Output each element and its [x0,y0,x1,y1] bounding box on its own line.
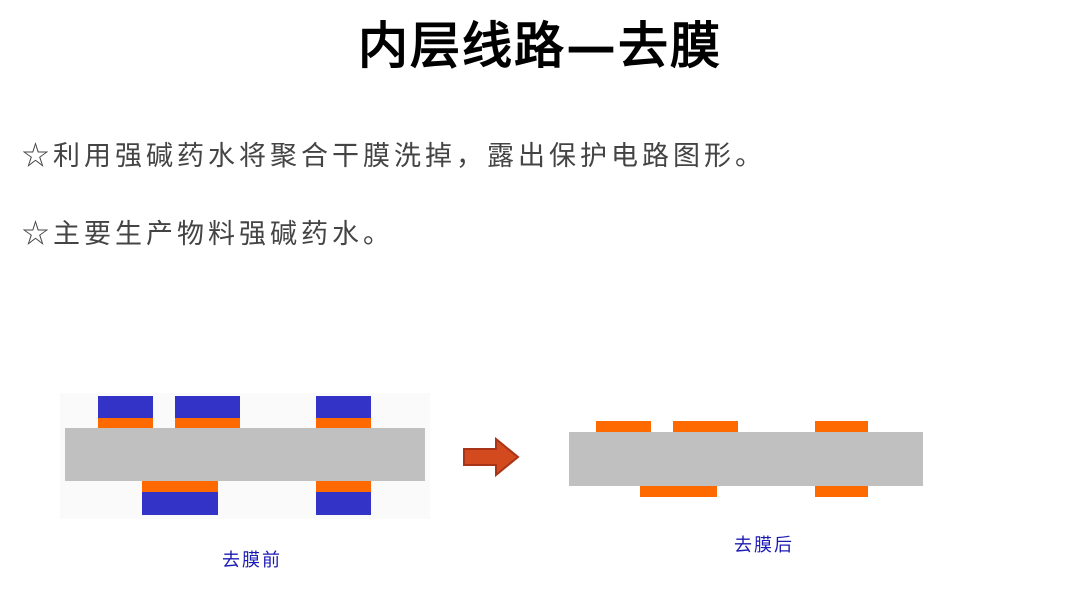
board-substrate-before [65,428,425,481]
bottom-dry-film-2 [316,492,371,515]
top-copper-trace-after-2 [673,421,738,432]
bullet-point-2: ☆主要生产物料强碱药水。 [22,219,394,250]
after-caption: 去膜后 [734,535,794,556]
bullet-point-1: ☆利用强碱药水将聚合干膜洗掉，露出保护电路图形。 [22,141,766,172]
top-dry-film-1 [98,396,153,418]
top-dry-film-2 [175,396,240,418]
bottom-copper-trace-after-2 [815,486,868,497]
bottom-copper-trace-after-1 [640,486,717,497]
right-arrow-icon [463,436,520,478]
board-substrate-after [569,432,923,486]
top-copper-trace-2 [175,418,240,428]
top-copper-trace-after-3 [815,421,868,432]
bottom-dry-film-1 [142,492,218,515]
top-copper-trace-1 [98,418,153,428]
bottom-copper-trace-2 [316,481,371,492]
top-copper-trace-after-1 [596,421,651,432]
top-dry-film-3 [316,396,371,418]
page-title: 内层线路—去膜 [358,16,722,75]
top-copper-trace-3 [316,418,371,428]
bottom-copper-trace-1 [142,481,218,492]
before-caption: 去膜前 [222,550,282,571]
